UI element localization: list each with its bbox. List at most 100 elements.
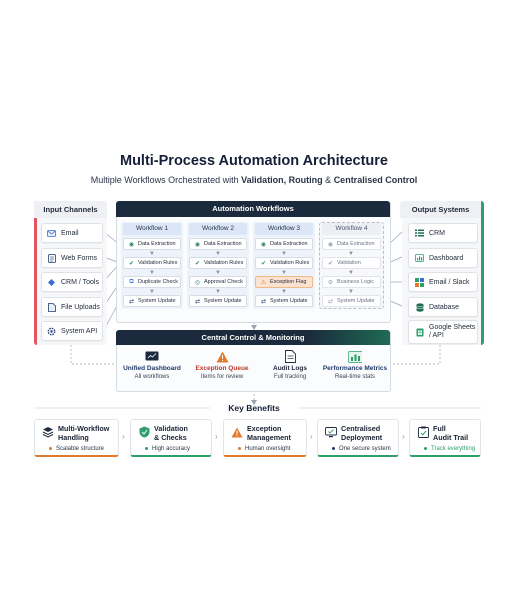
audit-logs[interactable]: Audit Logs Full tracking <box>260 350 320 380</box>
workflow-4-step-2[interactable]: ✔Validation <box>322 257 381 269</box>
input-system-api[interactable]: System API <box>41 321 103 341</box>
extract-icon: ◉ <box>128 241 135 248</box>
arrow-down-icon: ▼ <box>348 251 354 257</box>
chevron-right-icon: › <box>215 432 218 441</box>
workflow-3-step-4[interactable]: ⇄System Update <box>255 295 313 307</box>
step-label: Exception Flag <box>270 279 307 285</box>
chevron-right-icon: › <box>402 432 405 441</box>
audit-logs-title: Audit Logs <box>273 365 307 372</box>
input-crm-tools[interactable]: CRM / Tools <box>41 272 103 292</box>
input-system-api-label: System API <box>61 327 98 335</box>
benefit-title-line-2: Handling <box>58 432 89 442</box>
arrow-down-icon: ▼ <box>149 251 155 257</box>
unified-dashboard-title: Unified Dashboard <box>123 365 181 372</box>
arrow-down-icon: ▼ <box>149 270 155 276</box>
sheets-icon <box>415 328 424 337</box>
form-icon <box>47 253 56 263</box>
performance-metrics-title: Performance Metrics <box>322 365 388 372</box>
list-icon <box>415 229 424 238</box>
exception-queue[interactable]: Exception Queue Items for review <box>192 350 252 380</box>
workflow-4-title: Workflow 4 <box>322 223 381 235</box>
workflow-1-step-4[interactable]: ⇄System Update <box>123 295 181 307</box>
workflow-2-step-3[interactable]: ◎Approval Check <box>189 276 247 288</box>
exception-queue-sub: Items for review <box>200 374 244 380</box>
workflow-2-step-4[interactable]: ⇄System Update <box>189 295 247 307</box>
workflow-4-step-3[interactable]: ⚙Business Logic <box>322 276 381 288</box>
step-label: System Update <box>270 298 308 304</box>
central-control-heading: Central Control & Monitoring <box>116 330 390 345</box>
workflow-3-step-3[interactable]: ⚠Exception Flag <box>255 276 313 288</box>
workflow-2-step-2[interactable]: ✔Validation Rules <box>189 257 247 269</box>
key-benefits-heading: Key Benefits <box>228 403 280 413</box>
workflow-2-step-1[interactable]: ◉Data Extraction <box>189 238 247 250</box>
step-label: Business Logic <box>337 279 374 285</box>
extract-icon: ◉ <box>327 241 334 248</box>
input-email[interactable]: Email <box>41 223 103 243</box>
output-email-slack-label: Email / Slack <box>429 278 470 286</box>
step-label: Approval Check <box>204 279 243 285</box>
input-file-uploads-label: File Uploads <box>61 303 100 311</box>
dashboard-icon <box>415 254 424 263</box>
step-label: Validation Rules <box>270 260 310 266</box>
output-dashboard[interactable]: Dashboard <box>408 248 478 268</box>
chat-icon <box>415 277 424 287</box>
benefit-sub-text: Human oversight <box>245 446 291 452</box>
output-systems-heading: Output Systems <box>400 201 481 218</box>
output-google-sheets-api-label: Google Sheets / API <box>429 324 476 339</box>
workflow-1-step-3[interactable]: ⧉Duplicate Check <box>123 276 181 288</box>
chevron-right-icon: › <box>310 432 313 441</box>
page-subtitle: Multiple Workflows Orchestrated with Val… <box>0 175 508 185</box>
benefit-title-line-2: Deployment <box>341 432 383 442</box>
output-crm[interactable]: CRM <box>408 223 478 243</box>
step-label: Validation <box>337 260 361 266</box>
benefit-title-line-1: Exception <box>247 424 282 433</box>
output-email-slack[interactable]: Email / Slack <box>408 272 478 292</box>
bullet-dot <box>332 446 335 450</box>
benefit-sub-text: High accuracy <box>152 446 191 452</box>
input-web-forms[interactable]: Web Forms <box>41 248 103 268</box>
input-web-forms-label: Web Forms <box>61 254 98 262</box>
workflow-3-step-2[interactable]: ✔Validation Rules <box>255 257 313 269</box>
bullet-dot <box>238 446 241 450</box>
arrow-down-icon: ▼ <box>348 270 354 276</box>
warning-icon <box>215 350 229 363</box>
subtitle-bold-2: Centralised Control <box>333 175 418 185</box>
unified-dashboard[interactable]: Unified Dashboard All workflows <box>122 350 182 380</box>
warning-icon: ⚠ <box>260 279 267 286</box>
input-file-uploads[interactable]: File Uploads <box>41 297 103 317</box>
benefit-validation: Validation& Checks High accuracy <box>130 419 212 457</box>
workflow-1-step-1[interactable]: ◉Data Extraction <box>123 238 181 250</box>
logic-icon: ⚙ <box>327 279 334 286</box>
input-email-label: Email <box>61 229 79 237</box>
workflow-4-step-1[interactable]: ◉Data Extraction <box>322 238 381 250</box>
step-label: Validation Rules <box>138 260 178 266</box>
step-label: Data Extraction <box>337 241 375 247</box>
output-google-sheets-api[interactable]: Google Sheets / API <box>408 320 478 344</box>
workflow-4-step-4[interactable]: ⇄System Update <box>322 295 381 307</box>
step-label: Data Extraction <box>204 241 242 247</box>
update-icon: ⇄ <box>260 298 267 305</box>
step-label: System Update <box>337 298 375 304</box>
workflow-3-step-1[interactable]: ◉Data Extraction <box>255 238 313 250</box>
benefit-sub: Track everything <box>424 446 475 452</box>
bullet-dot <box>424 446 427 450</box>
unified-dashboard-sub: All workflows <box>134 374 170 380</box>
subtitle-text-1: Multiple Workflows Orchestrated with <box>90 175 242 185</box>
output-crm-label: CRM <box>429 229 445 237</box>
workflow-1-title: Workflow 1 <box>123 223 181 235</box>
step-label: Duplicate Check <box>138 279 179 285</box>
performance-metrics[interactable]: Performance Metrics Real-time stats <box>322 350 388 380</box>
api-gear-icon <box>47 327 56 336</box>
step-label: Data Extraction <box>270 241 308 247</box>
workflow-1-step-2[interactable]: ✔Validation Rules <box>123 257 181 269</box>
performance-metrics-sub: Real-time stats <box>334 374 375 380</box>
benefit-sub-text: Scalable structure <box>56 446 105 452</box>
benefit-title-line-1: Centralised <box>341 424 381 433</box>
output-database[interactable]: Database <box>408 297 478 317</box>
arrow-down-icon: ▼ <box>149 289 155 295</box>
